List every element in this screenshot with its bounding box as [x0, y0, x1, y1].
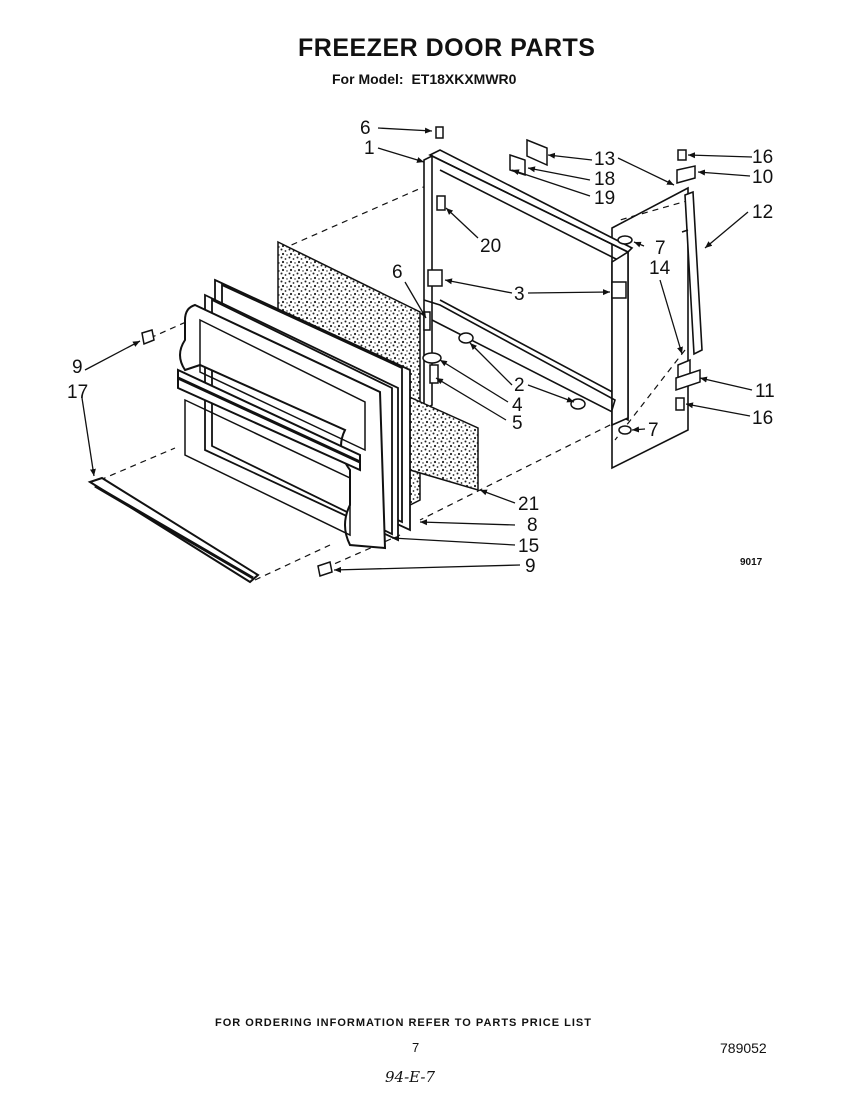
document-number: 789052	[720, 1040, 767, 1056]
callout-label: 15	[518, 536, 539, 557]
callout-label: 17	[67, 382, 88, 403]
callout-label: 12	[752, 202, 773, 223]
callout-label: 1	[364, 138, 375, 159]
callout-label: 11	[755, 381, 775, 402]
callout-label: 19	[594, 188, 615, 209]
callout-label: 4	[512, 395, 523, 416]
handwritten-date: 94-E-7	[385, 1068, 435, 1086]
callout-label: 5	[512, 413, 523, 434]
callout-label: 16	[752, 147, 773, 168]
callout-label: 7	[655, 238, 666, 259]
model-line: For Model: ET18XKXMWR0	[332, 71, 520, 87]
callout-label: 3	[514, 284, 525, 305]
callout-label: 8	[527, 515, 538, 536]
callout-label: 7	[648, 420, 659, 441]
callout-label: 21	[518, 494, 539, 515]
callout-label: 18	[594, 169, 615, 190]
leader-lines	[81, 127, 753, 573]
callout-label: 16	[752, 408, 773, 429]
shelf-bar	[87, 476, 260, 584]
callout-label: 2	[514, 375, 525, 396]
callout-label: 9	[72, 357, 83, 378]
ordering-note: FOR ORDERING INFORMATION REFER TO PARTS …	[215, 1017, 592, 1029]
callout-label: 20	[480, 236, 501, 257]
callout-numbers: 6 1 13 18 19 16 10 12 20 7 14 3 6 2 4 5 …	[67, 118, 775, 577]
callout-label: 13	[594, 149, 615, 170]
figure-code: 9017	[740, 557, 763, 568]
callout-label: 9	[525, 556, 536, 577]
assembly-guide-lines	[99, 184, 691, 581]
model-label: For Model:	[332, 71, 404, 87]
page-number: 7	[412, 1040, 420, 1055]
callout-label: 6	[360, 118, 371, 139]
page-title: FREEZER DOOR PARTS	[298, 34, 596, 62]
model-number: ET18XKXMWR0	[411, 71, 517, 87]
callout-label: 6	[392, 262, 403, 283]
hinge-bar	[681, 190, 703, 356]
door-liner	[177, 303, 387, 550]
callout-label: 14	[649, 258, 671, 279]
callout-label: 10	[752, 167, 773, 188]
